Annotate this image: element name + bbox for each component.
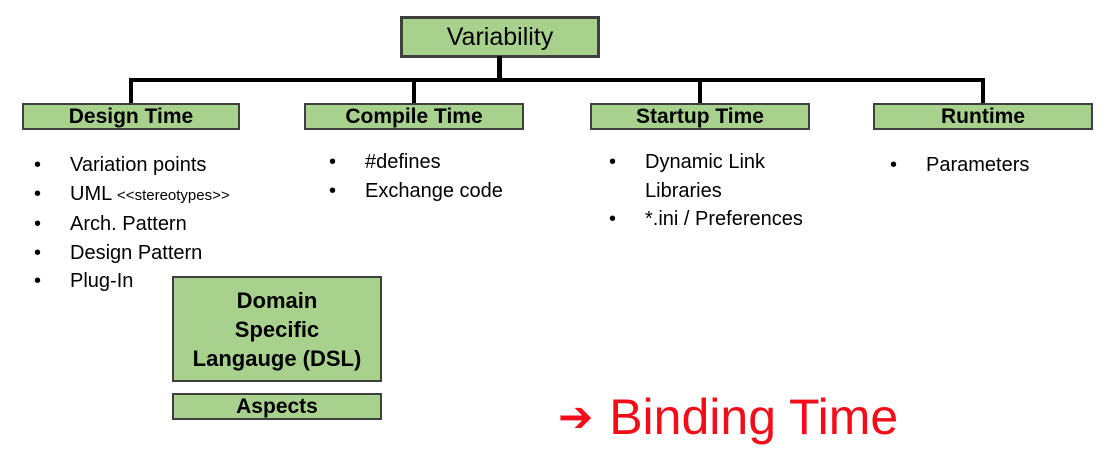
connector-drop-startup-time [698,78,702,105]
right-arrow-icon: ➔ [558,393,594,440]
variability-root-label: Variability [446,22,554,51]
variability-root-box: Variability [400,16,600,58]
connector-horizontal [129,78,985,82]
list-item: Variation points [30,151,290,180]
compile-time-list: #defines Exchange code [325,148,555,205]
list-item: UML <<stereotypes>> [30,180,290,211]
startup-time-list: Dynamic Link Libraries *.ini / Preferenc… [605,148,865,234]
dsl-box-label: Domain Specific Langauge (DSL) [192,287,362,371]
runtime-header-box: Runtime [873,103,1093,130]
aspects-box: Aspects [172,393,382,420]
list-item: *.ini / Preferences [605,205,865,234]
list-item: Design Pattern [30,239,290,268]
list-item: Arch. Pattern [30,210,290,239]
list-item: #defines [325,148,555,177]
startup-time-header-label: Startup Time [636,104,764,128]
compile-time-header-box: Compile Time [304,103,524,130]
design-time-list: Variation points UML <<stereotypes>> Arc… [30,151,290,296]
connector-drop-compile-time [412,78,416,105]
binding-time-annotation: ➔ Binding Time [558,388,898,446]
connector-drop-design-time [129,78,133,105]
runtime-header-label: Runtime [941,104,1025,128]
dsl-box: Domain Specific Langauge (DSL) [172,276,382,382]
startup-time-header-box: Startup Time [590,103,810,130]
list-item: Parameters [886,151,1106,180]
list-item: Exchange code [325,177,555,206]
design-time-header-box: Design Time [22,103,240,130]
connector-root-stub [497,56,502,80]
stereotypes-note: <<stereotypes>> [117,186,230,204]
aspects-box-label: Aspects [236,394,318,418]
binding-time-label: Binding Time [609,389,899,445]
connector-drop-runtime [981,78,985,105]
compile-time-header-label: Compile Time [345,104,483,128]
runtime-list: Parameters [886,151,1106,180]
design-time-header-label: Design Time [68,104,194,128]
list-item: Plug-In [30,267,290,296]
list-item: Dynamic Link Libraries [605,148,865,205]
